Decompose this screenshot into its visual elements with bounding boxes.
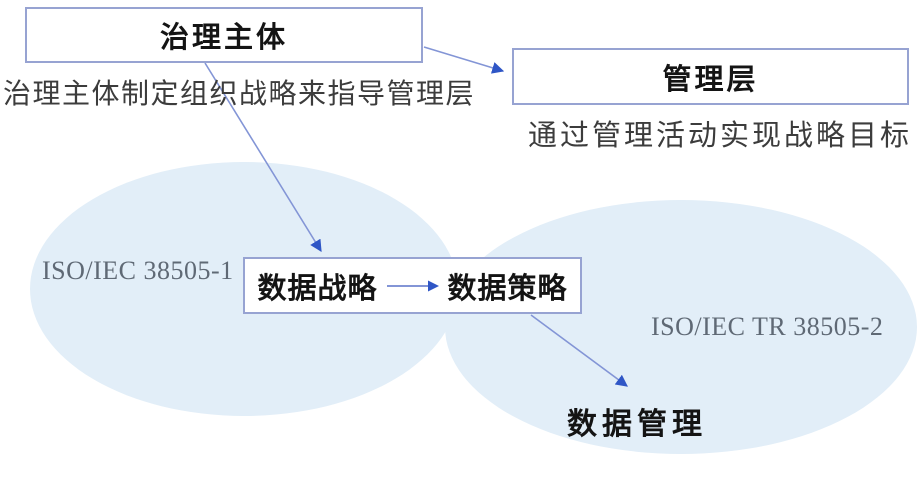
arrow-data-policy-to-data-management — [530, 314, 628, 387]
governance-note: 治理主体制定组织战略来指导管理层 — [3, 79, 476, 110]
iso-38505-1-label: ISO/IEC 38505-1 — [42, 256, 234, 285]
management-label: 管理层 — [662, 63, 759, 96]
management-note: 通过管理活动实现战略目标 — [528, 120, 913, 152]
arrow-governance-to-data-strategy — [204, 62, 322, 253]
governance-body-label: 治理主体 — [159, 22, 288, 54]
data-strategy-policy-box: 数据战略 数据策略 — [243, 257, 582, 314]
governance-body-box: 治理主体 — [25, 7, 423, 63]
data-strategy-label: 数据战略 — [257, 272, 378, 305]
data-policy-label: 数据策略 — [447, 272, 568, 305]
data-management-label: 数据管理 — [567, 408, 707, 441]
management-box: 管理层 — [512, 48, 909, 105]
arrow-strategy-to-policy-icon — [386, 280, 439, 291]
arrow-governance-to-management — [423, 46, 505, 74]
iso-tr-38505-2-label: ISO/IEC TR 38505-2 — [651, 312, 884, 341]
